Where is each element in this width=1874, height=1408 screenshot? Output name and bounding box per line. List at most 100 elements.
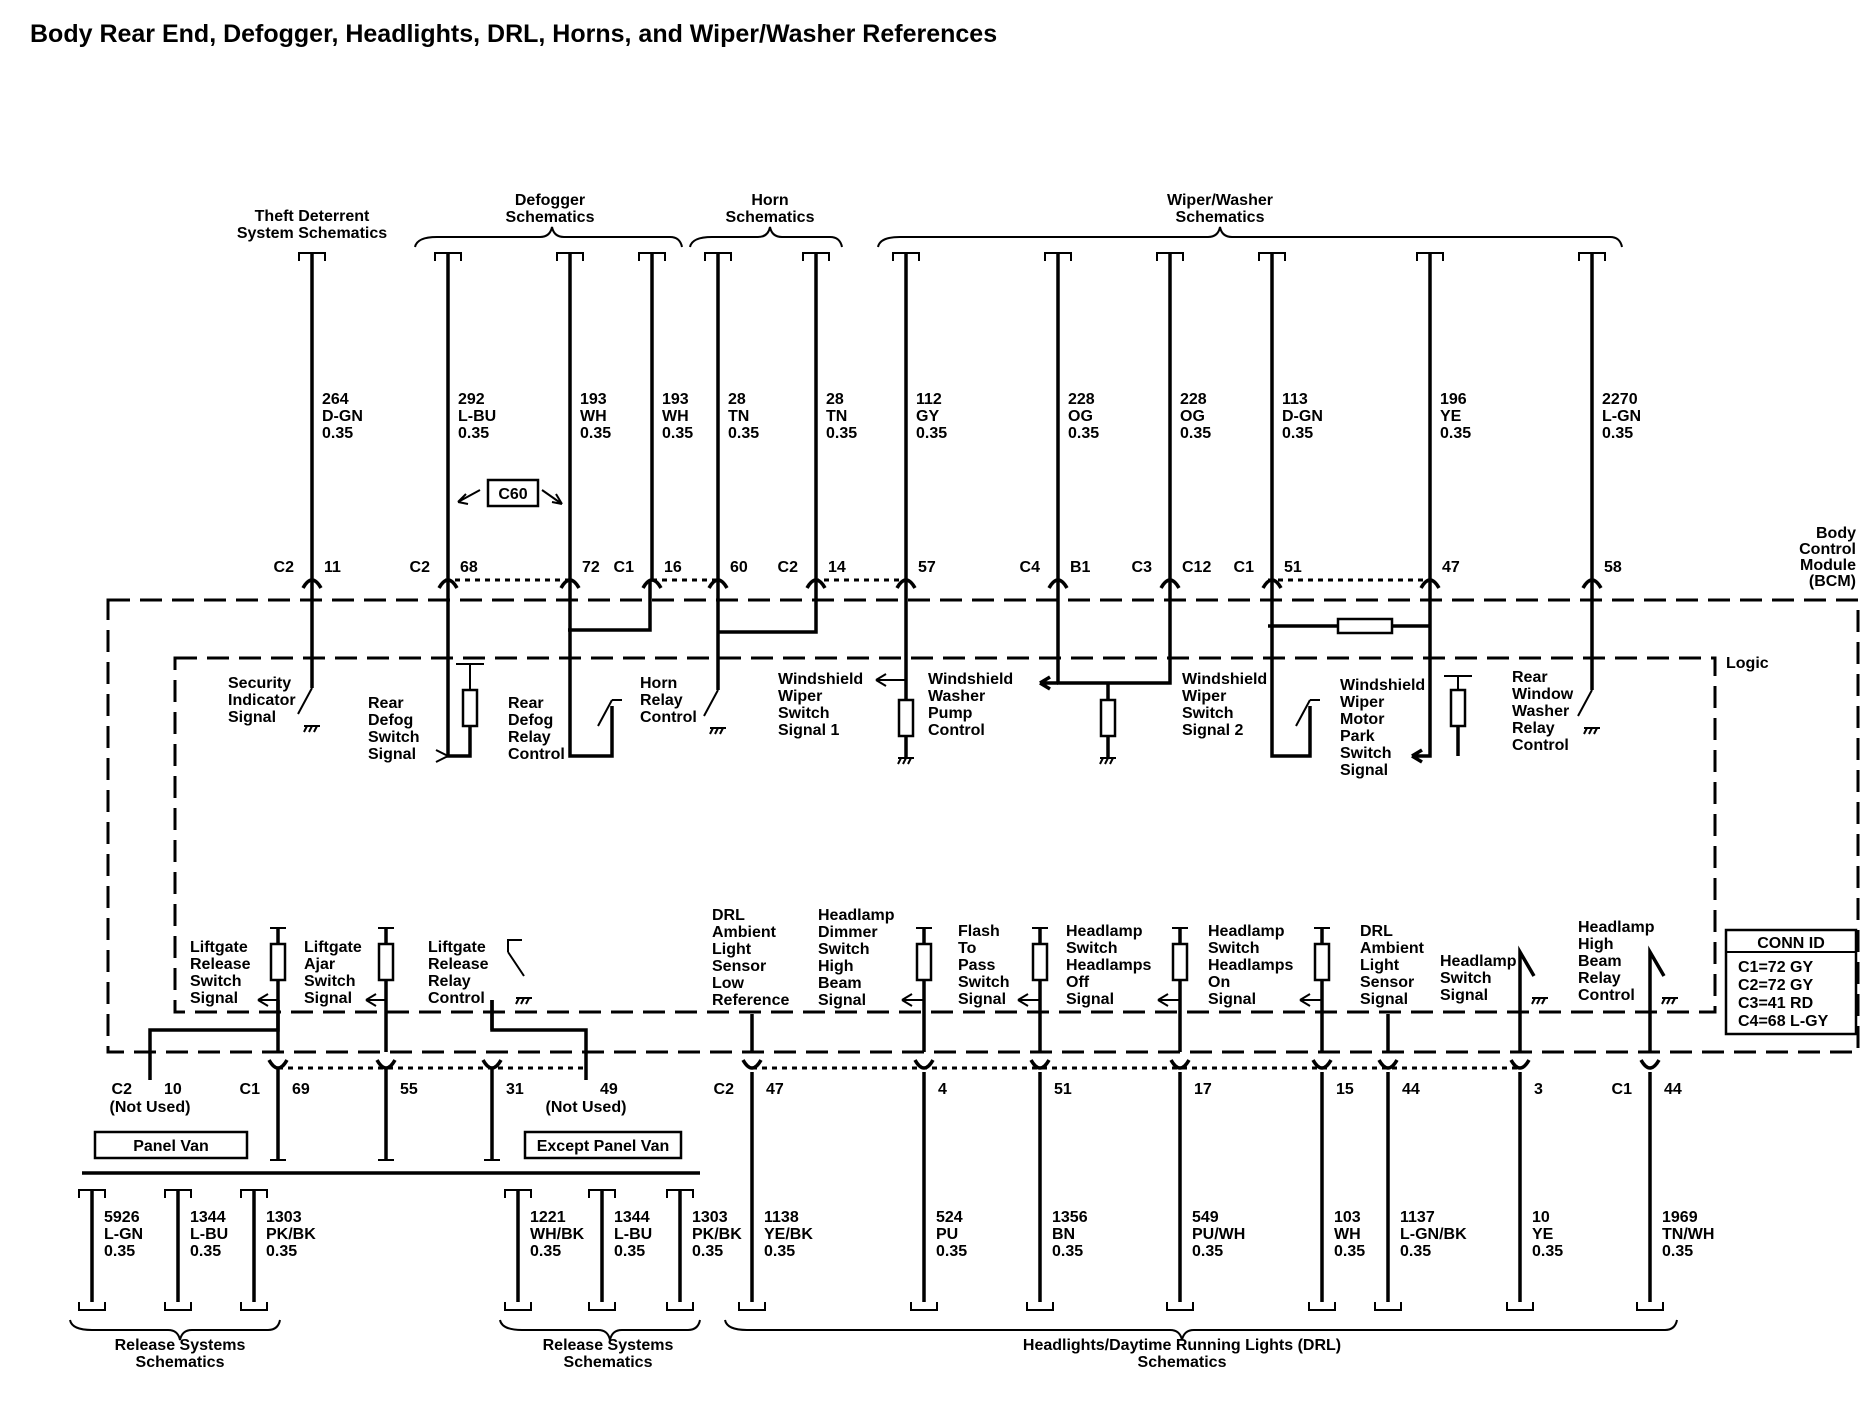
ground-symbol — [1583, 727, 1600, 735]
logic-label: Control — [508, 746, 565, 763]
pin-number: 10 — [164, 1081, 182, 1098]
logic-label: High — [1578, 936, 1614, 953]
wire-size: 0.35 — [1282, 425, 1313, 442]
bottom-terminal — [1308, 1302, 1336, 1311]
diagram-static-lines — [69, 226, 1860, 1341]
wire-size: 0.35 — [458, 425, 489, 442]
logic-label: Signal — [818, 992, 866, 1009]
connector-id: C3 — [1132, 559, 1153, 576]
resistor — [1449, 688, 1467, 728]
pin-number: 44 — [1664, 1081, 1682, 1098]
logic-label: Windshield — [928, 671, 1013, 688]
logic-label: Windshield — [1182, 671, 1267, 688]
pin-number: B1 — [1070, 559, 1091, 576]
harness-brace — [69, 1319, 281, 1341]
switch — [1577, 689, 1593, 717]
wire-size: 0.35 — [1334, 1243, 1365, 1260]
connector-id: C2 — [410, 559, 431, 576]
pin-number: 15 — [1336, 1081, 1354, 1098]
logic-label: Signal — [958, 991, 1006, 1008]
pin-number: 72 — [582, 559, 600, 576]
bottom-terminal — [738, 1302, 766, 1311]
logic-label: Ambient — [1360, 940, 1425, 957]
logic-label: Rear — [1512, 669, 1548, 686]
bottom-terminal — [1166, 1302, 1194, 1311]
logic-label: Switch — [1182, 705, 1234, 722]
pin-number: 16 — [664, 559, 682, 576]
logic-label: Horn — [640, 675, 677, 692]
panel-van-box — [93, 1130, 249, 1160]
logic-label: Signal — [1066, 991, 1114, 1008]
wire-circuit-number: 549 — [1192, 1209, 1219, 1226]
pin-number: C12 — [1182, 559, 1211, 576]
resistor — [1099, 698, 1117, 738]
wire-size: 0.35 — [1532, 1243, 1563, 1260]
signal-arrow — [365, 993, 386, 1007]
resistor — [1031, 942, 1049, 982]
pin-number: 51 — [1054, 1081, 1072, 1098]
logic-label: Control — [428, 990, 485, 1007]
except-panel-van-label: Except Panel Van — [537, 1138, 670, 1155]
pin-number: 49 — [600, 1081, 618, 1098]
connector-id: C4 — [1020, 559, 1041, 576]
wire-color: YE — [1532, 1226, 1554, 1243]
logic-label: Relay — [640, 692, 683, 709]
logic-label: Light — [1360, 957, 1400, 974]
wire-circuit-number: 1356 — [1052, 1209, 1088, 1226]
connector-id: C1 — [1612, 1081, 1633, 1098]
pin-number: 44 — [1402, 1081, 1420, 1098]
logic-label: To — [958, 940, 977, 957]
pin-number: 51 — [1284, 559, 1302, 576]
logic-label: On — [1208, 974, 1230, 991]
logic-label: High — [818, 958, 854, 975]
logic-label: Headlamp — [1066, 923, 1143, 940]
logic-label: Indicator — [228, 692, 296, 709]
ground-symbol — [1531, 997, 1548, 1005]
logic-label: Signal — [1440, 987, 1488, 1004]
wire-circuit-number: 113 — [1282, 391, 1308, 408]
logic-label: Reference — [712, 992, 789, 1009]
logic-label: Headlamps — [1066, 957, 1151, 974]
signal-arrow — [901, 993, 924, 1007]
pin-number: 31 — [506, 1081, 524, 1098]
conn-id-row: C4=68 L-GY — [1738, 1013, 1829, 1030]
bottom-terminal — [1506, 1302, 1534, 1311]
wire-size: 0.35 — [190, 1243, 221, 1260]
panel-van-label: Panel Van — [133, 1138, 209, 1155]
switch — [507, 951, 525, 977]
logic-label: Signal — [1208, 991, 1256, 1008]
logic-label: Pump — [928, 705, 973, 722]
connector-id: C2 — [274, 559, 295, 576]
wire-color: L-BU — [458, 408, 496, 425]
top-pin-cap — [805, 578, 827, 589]
wire-size: 0.35 — [764, 1243, 795, 1260]
connector-id: C1 — [1234, 559, 1255, 576]
wire-color: GY — [916, 408, 939, 425]
logic-label: Park — [1340, 728, 1375, 745]
group-heading: Horn — [751, 192, 788, 209]
logic-label: Flash — [958, 923, 1000, 940]
internal-wire — [1270, 580, 1312, 758]
logic-label: Windshield — [1340, 677, 1425, 694]
pin-note: (Not Used) — [546, 1099, 627, 1116]
logic-label: Beam — [1578, 953, 1622, 970]
pin-number: 55 — [400, 1081, 418, 1098]
wire-color: PU/WH — [1192, 1226, 1245, 1243]
logic-label: Relay — [428, 973, 471, 990]
logic-label: Signal — [368, 746, 416, 763]
wire-circuit-number: 193 — [580, 391, 607, 408]
wire-color: WH/BK — [530, 1226, 585, 1243]
wire-color: YE/BK — [764, 1226, 813, 1243]
c60-badge-text: C60 — [498, 486, 527, 503]
bottom-terminal — [1026, 1302, 1054, 1311]
conn-id-title: CONN ID — [1757, 935, 1825, 952]
group-heading: Defogger — [515, 192, 585, 209]
ground-symbol — [303, 725, 320, 733]
logic-label: Release — [428, 956, 489, 973]
wire-circuit-number: 1138 — [764, 1209, 799, 1226]
wire-circuit-number: 292 — [458, 391, 485, 408]
top-pin-cap — [641, 578, 663, 589]
wire-size: 0.35 — [728, 425, 759, 442]
wire-color: PK/BK — [692, 1226, 742, 1243]
